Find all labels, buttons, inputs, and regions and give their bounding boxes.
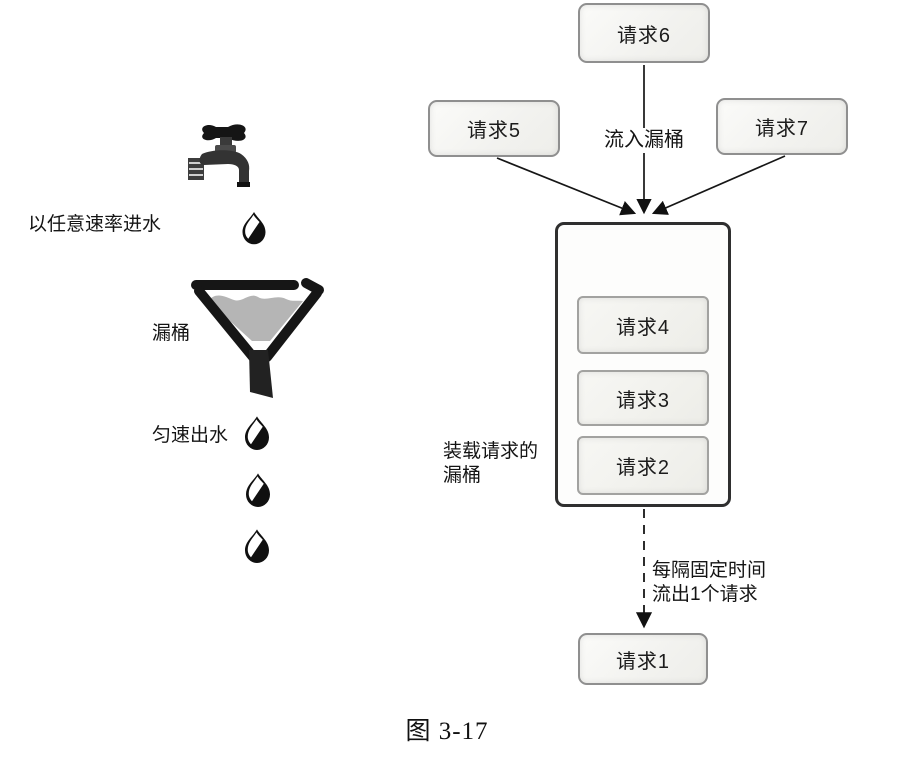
request-box-label: 请求5	[466, 120, 522, 142]
outflow-caption-line1: 每隔固定时间	[652, 560, 767, 581]
water-drop-icon	[246, 473, 270, 507]
request-box-7: 请求7	[716, 98, 848, 155]
request-box-3: 请求3	[577, 370, 709, 426]
bucket-caption-line1: 装载请求的	[443, 441, 539, 462]
request-box-1: 请求1	[578, 633, 708, 685]
bucket-caption: 装载请求的 漏桶	[443, 440, 538, 488]
figure-caption: 图 3-17	[405, 718, 489, 745]
request-box-6: 请求6	[578, 3, 710, 63]
request-box-label: 请求4	[615, 316, 671, 339]
request-box-label: 请求6	[616, 24, 672, 47]
outflow-caption: 每隔固定时间 流出1个请求	[652, 559, 766, 607]
water-drop-icon	[245, 416, 269, 450]
faucet-icon	[188, 124, 250, 187]
funnel-label: 漏桶	[152, 323, 191, 344]
request-box-4: 请求4	[577, 296, 709, 354]
outflow-rate-label: 匀速出水	[152, 425, 229, 446]
request-box-5: 请求5	[428, 100, 560, 157]
bucket-caption-line2: 漏桶	[443, 464, 482, 486]
funnel-icon	[191, 278, 324, 398]
inflow-rate-label: 以任意速率进水	[28, 214, 162, 235]
water-drop-icon	[242, 212, 266, 245]
arrow-req5-to-bucket	[496, 157, 637, 216]
water-drop-icon	[245, 529, 269, 563]
arrow-req7-to-bucket	[651, 155, 786, 215]
inflow-arrow-label: 流入漏桶	[601, 128, 687, 153]
request-box-label: 请求2	[615, 457, 671, 479]
request-box-label: 请求3	[615, 389, 671, 412]
request-box-label: 请求1	[615, 650, 671, 673]
outflow-caption-line2: 流出1个请求	[652, 583, 758, 605]
request-box-label: 请求7	[754, 118, 810, 140]
request-box-2: 请求2	[577, 436, 709, 495]
